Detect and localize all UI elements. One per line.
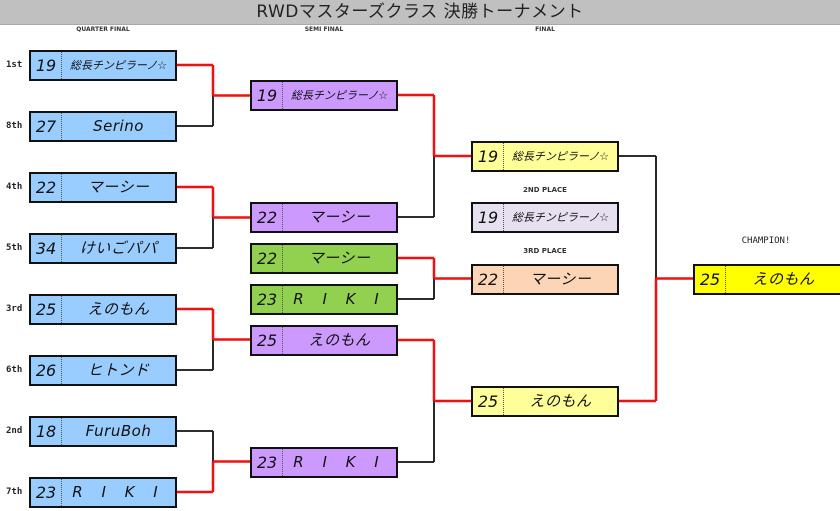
- score: 23: [252, 449, 283, 476]
- sf-entry: 22 マーシー: [250, 202, 398, 233]
- player-name: 総長チンピラーノ☆: [69, 59, 168, 72]
- player-name: マーシー: [308, 208, 371, 226]
- score: 23: [31, 479, 62, 506]
- round-label-semi-final: SEMI FINAL: [304, 26, 344, 33]
- seed-label: 6th: [6, 365, 23, 375]
- round-label-final: FINAL: [535, 26, 555, 33]
- player-name: FuruBoh: [85, 422, 152, 440]
- player-name: 総長チンピラーノ☆: [511, 211, 610, 224]
- qf-entry: 25 えのもん: [29, 294, 177, 325]
- final-entry: 25 えのもん: [471, 386, 619, 417]
- player-name: 総長チンピラーノ☆: [511, 150, 610, 163]
- second-place-entry: 19 総長チンピラーノ☆: [471, 202, 619, 233]
- seed-label: 3rd: [6, 304, 23, 314]
- qf-entry: 18 FuruBoh: [29, 416, 177, 447]
- seed-label: 5th: [6, 243, 23, 253]
- third-place-match-entry: 23 R I K I: [250, 284, 398, 315]
- score: 25: [252, 327, 283, 354]
- seed-label: 2nd: [6, 426, 23, 436]
- player-name: マーシー: [308, 249, 371, 267]
- seed-label: 1st: [6, 60, 23, 70]
- score: 22: [31, 174, 62, 201]
- second-place-label: 2ND PLACE: [523, 186, 567, 194]
- player-name: えのもん: [87, 300, 150, 318]
- champion-entry: 25 えのもん: [693, 264, 840, 295]
- player-name: R I K I: [293, 453, 386, 471]
- qf-entry: 19 総長チンピラーノ☆: [29, 50, 177, 81]
- player-name: R I K I: [293, 290, 386, 308]
- score: 25: [473, 388, 504, 415]
- page-title: RWDマスターズクラス 決勝トーナメント: [0, 0, 840, 25]
- score: 26: [31, 357, 62, 384]
- sf-entry: 25 えのもん: [250, 325, 398, 356]
- score: 19: [31, 52, 62, 79]
- player-name: えのもん: [529, 392, 592, 410]
- player-name: えのもん: [752, 270, 815, 288]
- score: 19: [473, 204, 504, 231]
- qf-entry: 22 マーシー: [29, 172, 177, 203]
- round-label-quarter-final: QUARTER FINAL: [76, 26, 130, 33]
- final-entry: 19 総長チンピラーノ☆: [471, 141, 619, 172]
- score: 19: [252, 82, 283, 109]
- player-name: マーシー: [87, 178, 150, 196]
- score: 22: [252, 204, 283, 231]
- qf-entry: 34 けいごパパ: [29, 233, 177, 264]
- seed-label: 4th: [6, 182, 23, 192]
- champion-label: CHAMPION!: [741, 236, 791, 246]
- third-place-match-entry: 22 マーシー: [250, 243, 398, 274]
- sf-entry: 19 総長チンピラーノ☆: [250, 80, 398, 111]
- player-name: 総長チンピラーノ☆: [290, 89, 389, 102]
- score: 22: [473, 266, 504, 293]
- player-name: マーシー: [529, 270, 592, 288]
- qf-entry: 27 Serino: [29, 111, 177, 142]
- player-name: Serino: [93, 117, 144, 135]
- score: 25: [695, 266, 726, 293]
- qf-entry: 26 ヒトンド: [29, 355, 177, 386]
- score: 27: [31, 113, 62, 140]
- player-name: けいごパパ: [79, 239, 158, 257]
- qf-entry: 23 R I K I: [29, 477, 177, 508]
- sf-entry: 23 R I K I: [250, 447, 398, 478]
- score: 22: [252, 245, 283, 272]
- seed-label: 8th: [6, 121, 23, 131]
- score: 18: [31, 418, 62, 445]
- score: 34: [31, 235, 62, 262]
- player-name: えのもん: [308, 331, 371, 349]
- player-name: R I K I: [72, 483, 165, 501]
- seed-label: 7th: [6, 487, 23, 497]
- score: 25: [31, 296, 62, 323]
- score: 23: [252, 286, 283, 313]
- player-name: ヒトンド: [87, 361, 150, 379]
- third-place-entry: 22 マーシー: [471, 264, 619, 295]
- third-place-label: 3RD PLACE: [523, 247, 567, 255]
- score: 19: [473, 143, 504, 170]
